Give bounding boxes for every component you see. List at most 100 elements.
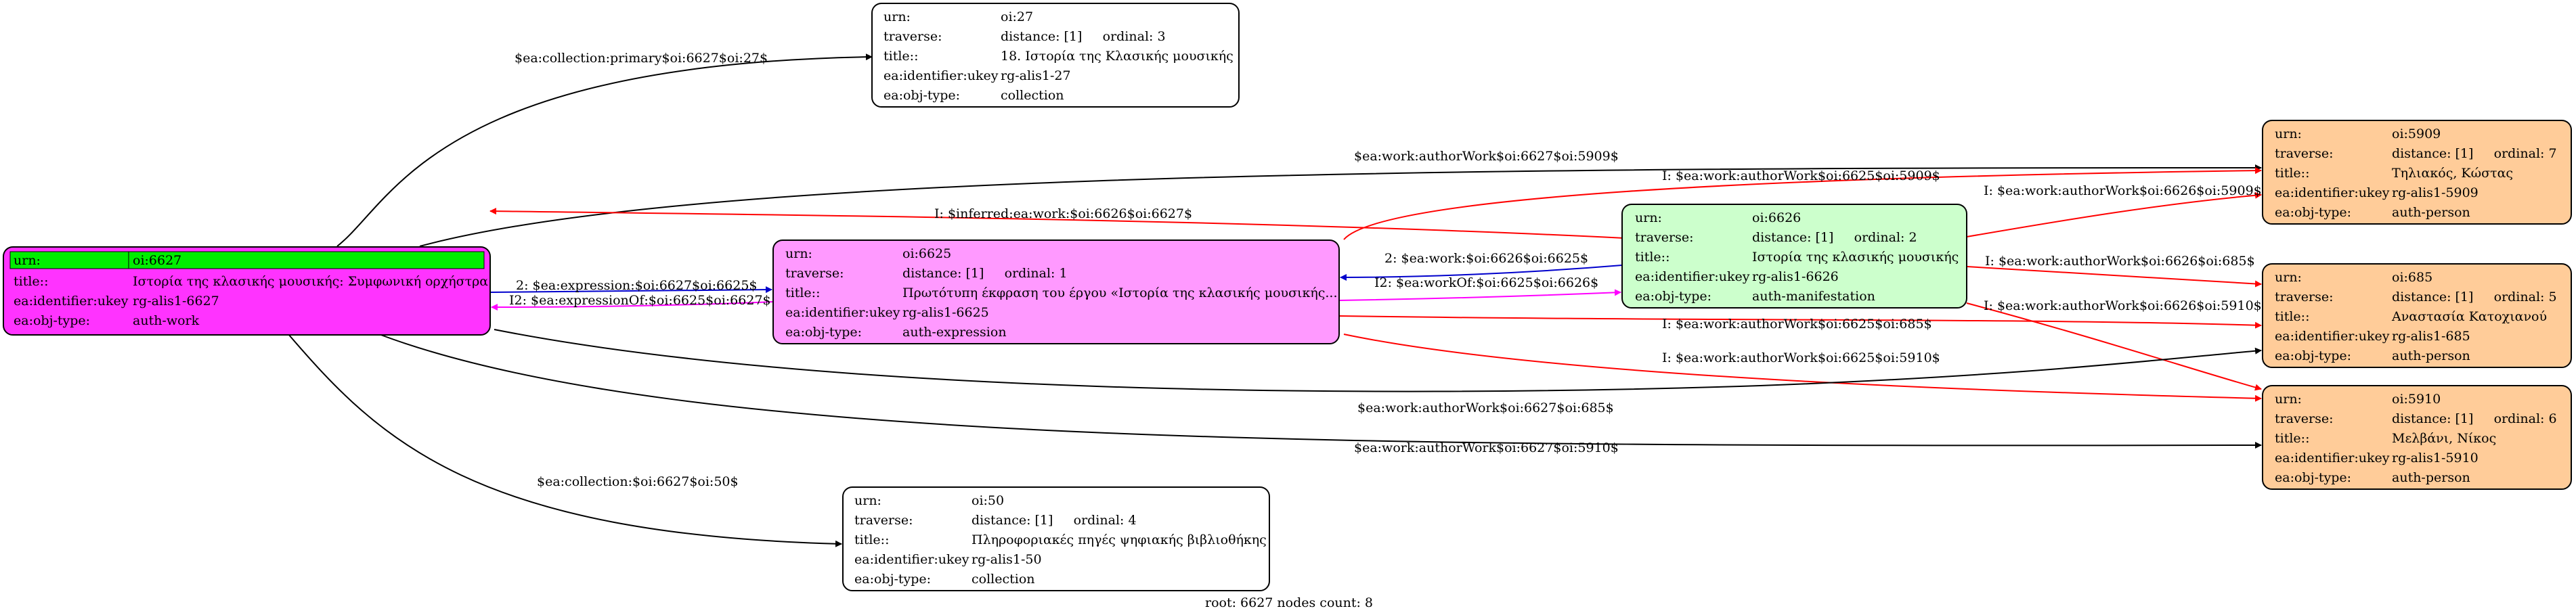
node-key: traverse: <box>854 513 913 528</box>
node-value: rg-alis1-5909 <box>2392 185 2479 200</box>
edge-label: I: $ea:work:authorWork$oi:6625$oi:5909$ <box>1662 168 1940 183</box>
edge-label: 2: $ea:expression:$oi:6627$oi:6625$ <box>516 278 758 293</box>
node-value: oi:6625 <box>902 246 951 261</box>
graph-node-person[interactable]: urn: oi:5909 traverse: distance: [1] ord… <box>2262 120 2572 225</box>
node-key: title:: <box>14 274 48 289</box>
edge-label: 2: $ea:work:$oi:6626$oi:6625$ <box>1384 251 1588 266</box>
node-value: auth-person <box>2392 205 2470 220</box>
graph-edge: $ea:work:authorWork$oi:6627$oi:685$ <box>494 329 2262 415</box>
node-value: Μελβάνι, Νίκος <box>2392 431 2496 446</box>
node-key: traverse: <box>2275 411 2334 426</box>
node-key: ea:identifier:ukey <box>1635 269 1750 284</box>
node-value: distance: [1] ordinal: 2 <box>1752 230 1917 245</box>
graph-node-person[interactable]: urn: oi:685 traverse: distance: [1] ordi… <box>2262 263 2572 368</box>
node-value: collection <box>1001 88 1064 103</box>
node-value: oi:5909 <box>2392 127 2441 141</box>
graph-edge: I: $ea:work:authorWork$oi:6626$oi:5909$ <box>1966 183 2262 237</box>
node-value: Πληροφοριακές πηγές ψηφιακής βιβλιοθήκης <box>972 532 1267 547</box>
node-value: auth-person <box>2392 348 2470 363</box>
graph-edge: I: $ea:work:authorWork$oi:6625$oi:685$ <box>1338 315 2262 332</box>
graph-node-manifestation[interactable]: urn: oi:6626 traverse: distance: [1] ord… <box>1621 204 1967 309</box>
node-key: ea:identifier:ukey <box>785 305 900 320</box>
node-value: distance: [1] ordinal: 4 <box>972 513 1137 528</box>
node-key: title:: <box>883 49 918 64</box>
node-key: urn: <box>2275 127 2302 141</box>
node-key: title:: <box>2275 431 2309 446</box>
node-value: oi:685 <box>2392 270 2432 285</box>
node-value: oi:6626 <box>1752 210 1801 225</box>
node-key: ea:identifier:ukey <box>2275 451 2390 465</box>
node-value: Ιστορία της κλασικής μουσικής <box>1752 250 1959 265</box>
node-value: distance: [1] ordinal: 5 <box>2392 290 2557 304</box>
edge-label: $ea:collection:primary$oi:6627$oi:27$ <box>515 51 768 66</box>
edge-label: I: $ea:work:authorWork$oi:6625$oi:685$ <box>1662 317 1932 332</box>
graph-caption: root: 6627 nodes count: 8 <box>1205 595 1373 610</box>
graph-edge: I: $inferred:ea:work:$oi:6626$oi:6627$ <box>489 206 1625 239</box>
node-value: auth-person <box>2392 470 2470 485</box>
edge-label: I2: $ea:expressionOf:$oi:6625$oi:6627$ <box>509 293 771 308</box>
node-value: distance: [1] ordinal: 6 <box>2392 411 2557 426</box>
node-key: traverse: <box>1635 230 1694 245</box>
node-key: urn: <box>1635 210 1662 225</box>
node-value: rg-alis1-27 <box>1001 68 1071 83</box>
node-key: ea:obj-type: <box>1635 289 1711 304</box>
node-key: traverse: <box>785 266 844 281</box>
graph-edge: $ea:work:authorWork$oi:6627$oi:5909$ <box>419 149 2262 247</box>
edge-label: I: $inferred:ea:work:$oi:6626$oi:6627$ <box>934 206 1192 221</box>
edge-label: $ea:work:authorWork$oi:6627$oi:5909$ <box>1354 149 1619 164</box>
graph-node-person[interactable]: urn: oi:5910 traverse: distance: [1] ord… <box>2262 385 2572 490</box>
node-key: ea:obj-type: <box>785 325 862 340</box>
graph-node-root[interactable]: urn: oi:6627 title:: Ιστορία της κλασική… <box>3 246 491 336</box>
node-value: oi:50 <box>972 493 1004 508</box>
node-key: title:: <box>854 532 889 547</box>
node-value: auth-manifestation <box>1752 289 1875 304</box>
node-key: ea:identifier:ukey <box>2275 185 2390 200</box>
node-key: urn: <box>2275 270 2302 285</box>
node-key: title:: <box>2275 309 2309 324</box>
node-value: Αναστασία Κατοχιανού <box>2391 309 2547 324</box>
node-key: title:: <box>2275 166 2309 181</box>
edge-label: I: $ea:work:authorWork$oi:6626$oi:5910$ <box>1984 298 2262 313</box>
node-key: ea:identifier:ukey <box>14 294 129 309</box>
graph-edge: I2: $ea:expressionOf:$oi:6625$oi:6627$ <box>491 293 774 311</box>
node-key: urn: <box>854 493 881 508</box>
node-key: urn: <box>2275 392 2302 407</box>
node-value: auth-expression <box>902 325 1007 340</box>
node-value: oi:6627 <box>133 253 181 268</box>
node-value: rg-alis1-50 <box>972 552 1042 567</box>
edge-label: I: $ea:work:authorWork$oi:6625$oi:5910$ <box>1662 350 1940 365</box>
graph-edge: I: $ea:work:authorWork$oi:6625$oi:5910$ <box>1343 334 2262 402</box>
edge-label: I2: $ea:workOf:$oi:6625$oi:6626$ <box>1374 275 1598 290</box>
graph-edge: I2: $ea:workOf:$oi:6625$oi:6626$ <box>1338 275 1621 301</box>
node-key: ea:obj-type: <box>2275 470 2351 485</box>
graph-node-collection[interactable]: urn: oi:50 traverse: distance: [1] ordin… <box>842 486 1270 591</box>
edge-label: $ea:work:authorWork$oi:6627$oi:5910$ <box>1354 440 1619 455</box>
node-value: Πρωτότυπη έκφραση του έργου «Ιστορία της… <box>902 286 1338 300</box>
node-value: 18. Ιστορία της Κλασικής μουσικής <box>1001 49 1234 64</box>
node-key: traverse: <box>2275 290 2334 304</box>
graph-edge: 2: $ea:expression:$oi:6627$oi:6625$ <box>489 278 772 294</box>
graph-edge: I: $ea:work:authorWork$oi:6625$oi:5909$ <box>1343 167 2262 240</box>
graph-edge: $ea:work:authorWork$oi:6627$oi:5910$ <box>378 334 2262 455</box>
node-key: ea:identifier:ukey <box>883 68 999 83</box>
node-value: Τηλιακός, Κώστας <box>2392 166 2513 181</box>
node-value: rg-alis1-6627 <box>133 294 219 309</box>
node-key: ea:identifier:ukey <box>2275 329 2390 344</box>
node-key: traverse: <box>883 29 942 44</box>
node-value: collection <box>972 572 1035 587</box>
graph-node-expression[interactable]: urn: oi:6625 traverse: distance: [1] ord… <box>772 240 1340 344</box>
node-value: rg-alis1-6626 <box>1752 269 1839 284</box>
edge-label: $ea:work:authorWork$oi:6627$oi:685$ <box>1357 401 1614 415</box>
edge-label: I: $ea:work:authorWork$oi:6626$oi:685$ <box>1985 254 2255 269</box>
edges: $ea:collection:primary$oi:6627$oi:27$ $e… <box>288 51 2262 547</box>
node-value: rg-alis1-685 <box>2392 329 2470 344</box>
node-value: oi:27 <box>1001 9 1033 24</box>
node-key: urn: <box>883 9 911 24</box>
node-key: urn: <box>785 246 812 261</box>
graph-node-collection[interactable]: urn: oi:27 traverse: distance: [1] ordin… <box>871 3 1240 108</box>
node-value: oi:5910 <box>2392 392 2441 407</box>
node-value: distance: [1] ordinal: 3 <box>1001 29 1166 44</box>
node-value: rg-alis1-6625 <box>902 305 989 320</box>
graph-edge: I: $ea:work:authorWork$oi:6626$oi:685$ <box>1966 254 2262 288</box>
